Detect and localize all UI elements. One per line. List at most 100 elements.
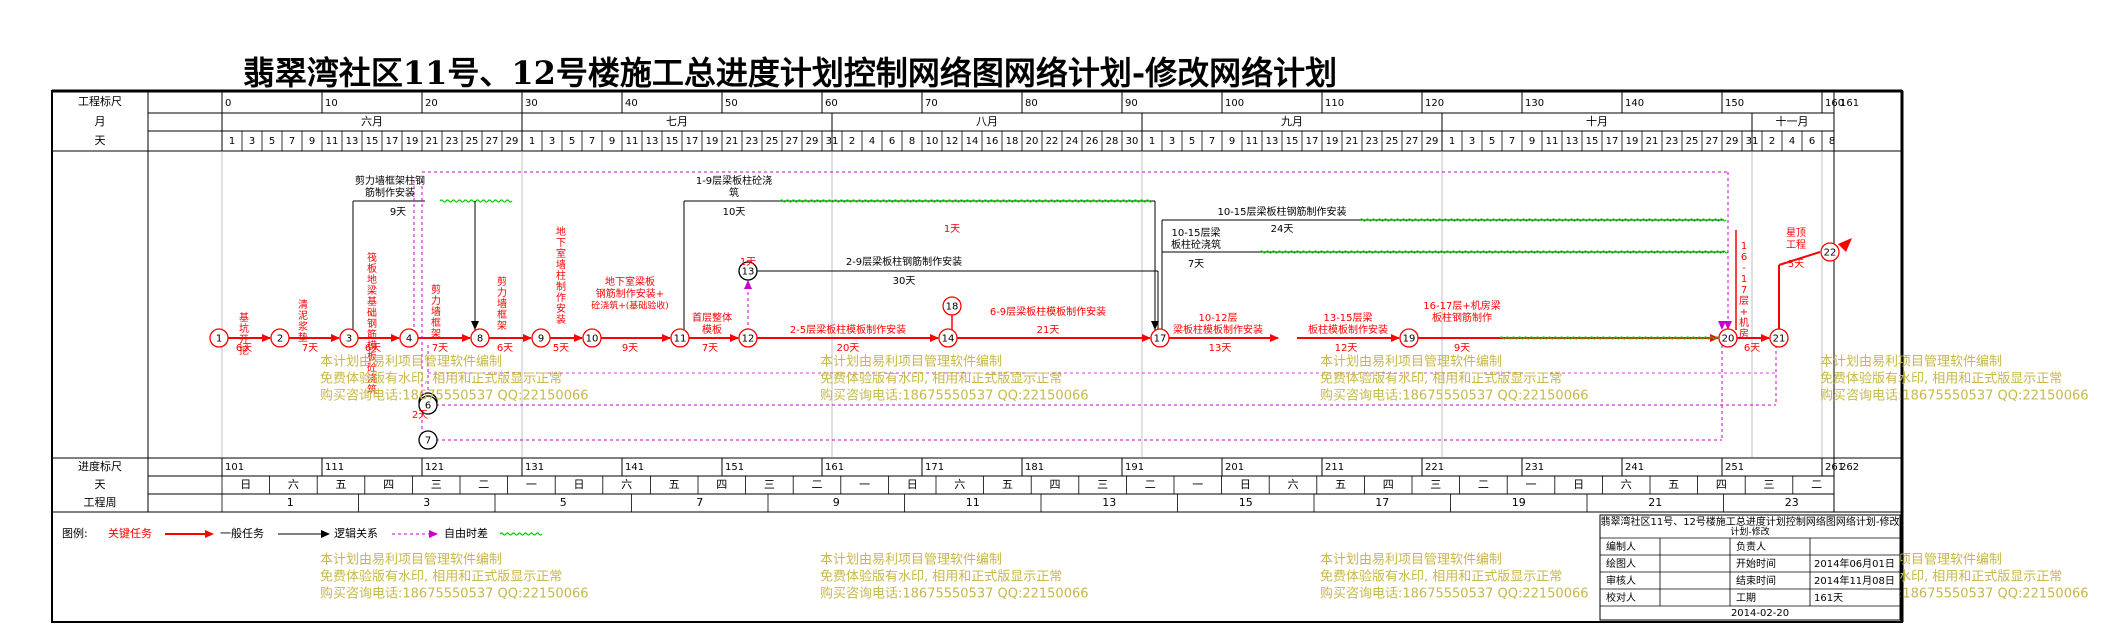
day-number: 27 [786,136,799,147]
task-label-t16: 2-9层梁板柱钢筋制作安装 [846,255,962,268]
vertical-char: 下 [556,238,566,249]
vertical-char: 剪 [497,275,507,288]
weekday: 四 [1383,478,1394,491]
day-number: 5 [569,136,575,147]
day-number: 19 [1626,136,1639,147]
day-number: 1 [529,136,535,147]
critical-arrow [1778,251,1821,266]
day-number: 5 [269,136,275,147]
node-circle [209,328,229,348]
bottom-tick-label: 251 [1725,462,1744,473]
day-number: 21 [1646,136,1659,147]
weekday: 四 [383,478,394,491]
watermark-line2: 免费体验版有水印, 相用和正式版显示正常 [820,569,1062,585]
day-number: 1 [1449,136,1455,147]
info-date: 2014-02-20 [1731,608,1789,619]
vertical-char: 挖 [239,344,249,357]
vertical-char: 基 [367,295,377,308]
task-label-t14: 筋制作安装 [365,186,415,199]
day-number: 17 [686,136,699,147]
top-tick-label: 130 [1525,98,1544,109]
scale-label: 工程标尺 [78,94,122,108]
node-number: 10 [586,334,599,345]
month-label: 月 [95,115,106,128]
legend-free: 自由时差 [444,526,488,540]
page-title: 翡翠湾社区11号、12号楼施工总进度计划控制网络图网络计划-修改网络计划 [242,54,1338,92]
watermark-line3: 购买咨询电话:18675550537 QQ:22150066 [320,388,589,404]
node-number: 1 [216,334,222,345]
day-number: 3 [249,136,255,147]
day-number: 22 [1046,136,1059,147]
day-number: 2 [849,136,855,147]
day-number: 27 [486,136,499,147]
week-number: 23 [1785,496,1799,509]
task-duration: 20天 [837,343,860,354]
day-number: 11 [326,136,339,147]
legend-logic: 逻辑关系 [334,526,378,540]
node-circle [1769,328,1789,348]
day-number: 6 [889,136,895,147]
day-number: 24 [1066,136,1079,147]
bottom-tick-label: 241 [1625,462,1644,473]
watermark-line1: 本计划由易利项目管理软件编制 [320,355,502,370]
task-duration: 30天 [893,276,916,287]
weekday: 日 [574,478,585,491]
vertical-char: 房 [1739,327,1749,340]
day-number: 13 [646,136,659,147]
day-number: 31 [1746,136,1759,147]
node-circle [418,395,438,415]
task-label-t13: 板柱钢筋制作 [1432,311,1492,324]
task-label-t20: 工程 [1786,239,1806,251]
month-name: 六月 [361,115,383,128]
weekday: 三 [1430,478,1441,491]
day-number: 13 [346,136,359,147]
bottom-tick-label: 181 [1025,462,1044,473]
day-number: 17 [1306,136,1319,147]
weekday: 四 [1716,478,1727,491]
day-number: 5 [1189,136,1195,147]
bottom-end-label: 262 [1840,462,1859,473]
day-number: 28 [1106,136,1119,147]
weekday: 四 [1050,478,1061,491]
vertical-char: 浆 [298,320,308,333]
month-name: 七月 [666,115,688,128]
day-number: 19 [1326,136,1339,147]
task-label-t5: 剪力墙框架 [497,275,507,332]
bottom-tick-label: 231 [1525,462,1544,473]
watermark-line2: 免费体验版有水印, 相用和正式版显示正常 [320,371,562,387]
node-number: 4 [406,334,412,345]
info-title: 翡翠湾社区11号、12号楼施工总进度计划控制网络图网络计划-修改 [1600,515,1899,528]
logic-arrow-head [471,321,479,330]
info-cell: 绘图人 [1606,557,1636,570]
node-number: 12 [742,334,755,345]
node-number: 14 [942,334,955,345]
day-number: 29 [1726,136,1739,147]
vertical-char: 砼 [367,361,377,374]
day-number: 19 [406,136,419,147]
bottom-tick-label: 191 [1125,462,1144,473]
task-duration: 9天 [390,207,406,218]
bottom-tick-label: 161 [825,462,844,473]
weekday: 六 [621,478,632,491]
top-tick-label: 150 [1725,98,1744,109]
week-number: 1 [287,496,294,509]
top-tick-label: 30 [525,98,538,109]
watermark-line2: 免费体验版有水印, 相用和正式版显示正常 [320,569,562,585]
month-name: 九月 [1281,115,1303,128]
day-number: 16 [986,136,999,147]
day-number: 29 [506,136,519,147]
vertical-char: 钢 [367,317,377,330]
week-number: 13 [1102,496,1116,509]
task-duration: 12天 [1335,343,1358,354]
vertical-char: 地 [556,225,566,238]
task-label-t8: 模板 [702,323,722,336]
weekday: 二 [1145,478,1156,491]
day-number: 21 [426,136,439,147]
node-circle [1820,242,1840,262]
week-number: 9 [833,496,840,509]
week-number: 5 [560,496,567,509]
vertical-char: 板 [367,350,377,363]
critical-arrow-head [1710,334,1719,342]
critical-arrow-head [391,334,400,342]
vertical-char: 墙 [556,258,566,271]
